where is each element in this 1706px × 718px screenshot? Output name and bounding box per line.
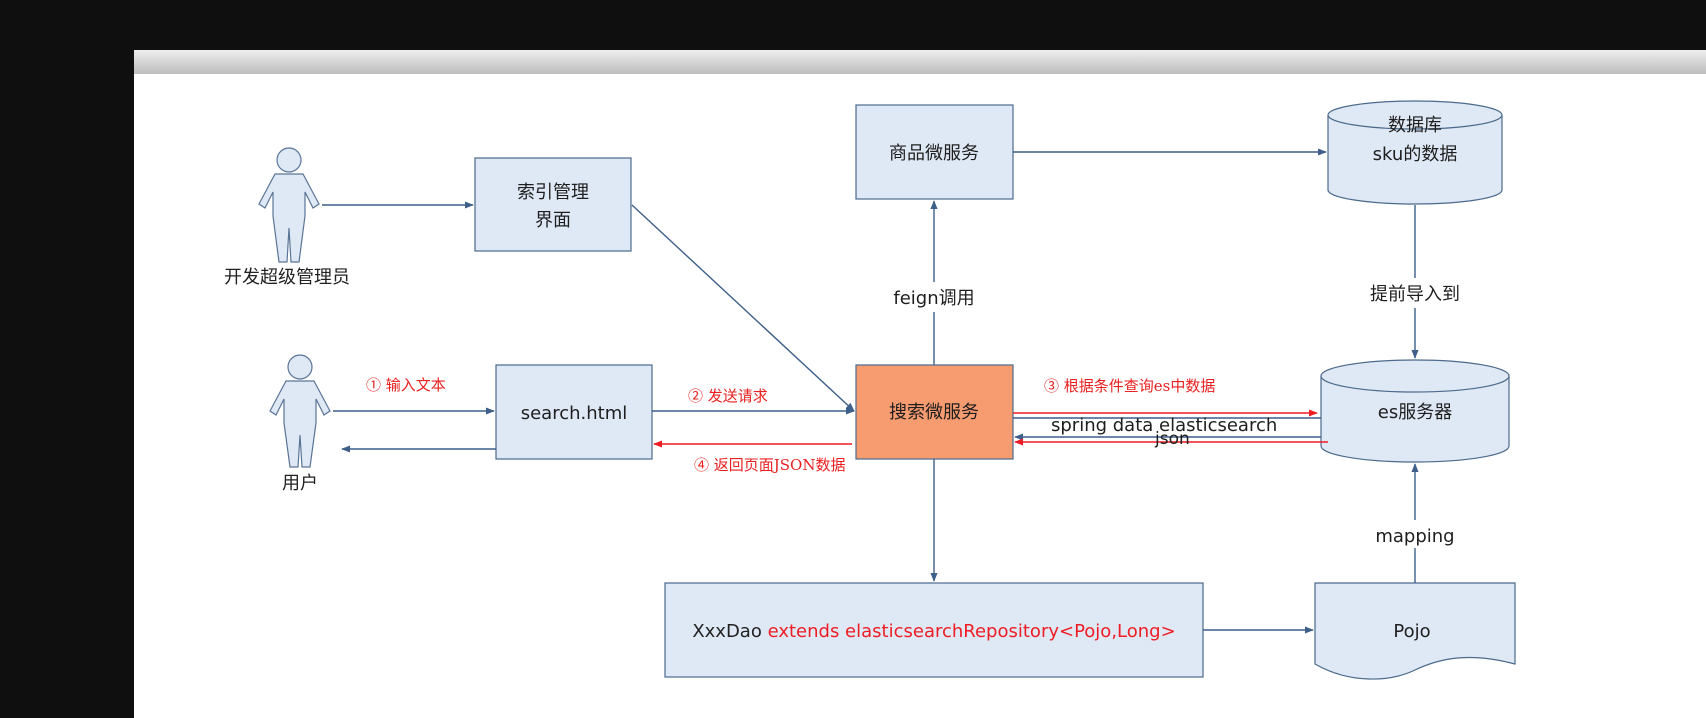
index-management-label-2: 界面: [535, 210, 571, 231]
search-service-label: 搜索微服务: [889, 402, 979, 423]
step1-label: ① 输入文本: [366, 376, 446, 394]
edge-index-to-search-service: [631, 204, 855, 412]
json-label: json: [1154, 429, 1190, 449]
step4-label: ④ 返回页面JSON数据: [694, 456, 845, 474]
preload-label: 提前导入到: [1370, 284, 1460, 305]
search-service-node: 搜索微服务: [855, 364, 1014, 460]
index-management-node: 索引管理 界面: [474, 157, 632, 252]
es-server-label: es服务器: [1378, 402, 1452, 423]
index-management-label-1: 索引管理: [517, 182, 589, 203]
dao-suffix: extends elasticsearchRepository<Pojo,Lon…: [762, 621, 1176, 642]
mapping-label: mapping: [1375, 526, 1454, 547]
pojo-node: Pojo: [1314, 582, 1516, 680]
search-html-label: search.html: [521, 403, 628, 424]
step3-label: ③ 根据条件查询es中数据: [1044, 377, 1215, 395]
goods-service-node: 商品微服务: [855, 104, 1014, 200]
admin-actor-icon: [258, 147, 320, 263]
dao-prefix: XxxDao: [692, 621, 762, 642]
user-actor-icon: [269, 354, 331, 468]
user-label: 用户: [282, 473, 318, 494]
mapping-label-bg: [1368, 520, 1462, 548]
es-server-node: es服务器: [1320, 359, 1510, 463]
goods-service-label: 商品微服务: [889, 143, 979, 164]
spring-data-label: spring data elasticsearch: [1051, 415, 1277, 436]
database-label-1: 数据库: [1388, 115, 1442, 136]
preload-label-bg: [1362, 278, 1468, 308]
feign-label: feign调用: [893, 288, 974, 309]
admin-label: 开发超级管理员: [224, 267, 350, 288]
feign-label-bg: [886, 282, 982, 312]
database-node: 数据库 sku的数据: [1327, 100, 1503, 205]
database-label-2: sku的数据: [1373, 144, 1458, 165]
dao-label: XxxDao extends elasticsearchRepository<P…: [692, 621, 1175, 642]
dao-node: XxxDao extends elasticsearchRepository<P…: [664, 582, 1204, 678]
pojo-label: Pojo: [1393, 621, 1430, 642]
step2-label: ② 发送请求: [688, 387, 768, 405]
canvas-top-bar: [134, 50, 1706, 74]
search-html-node: search.html: [495, 364, 653, 460]
